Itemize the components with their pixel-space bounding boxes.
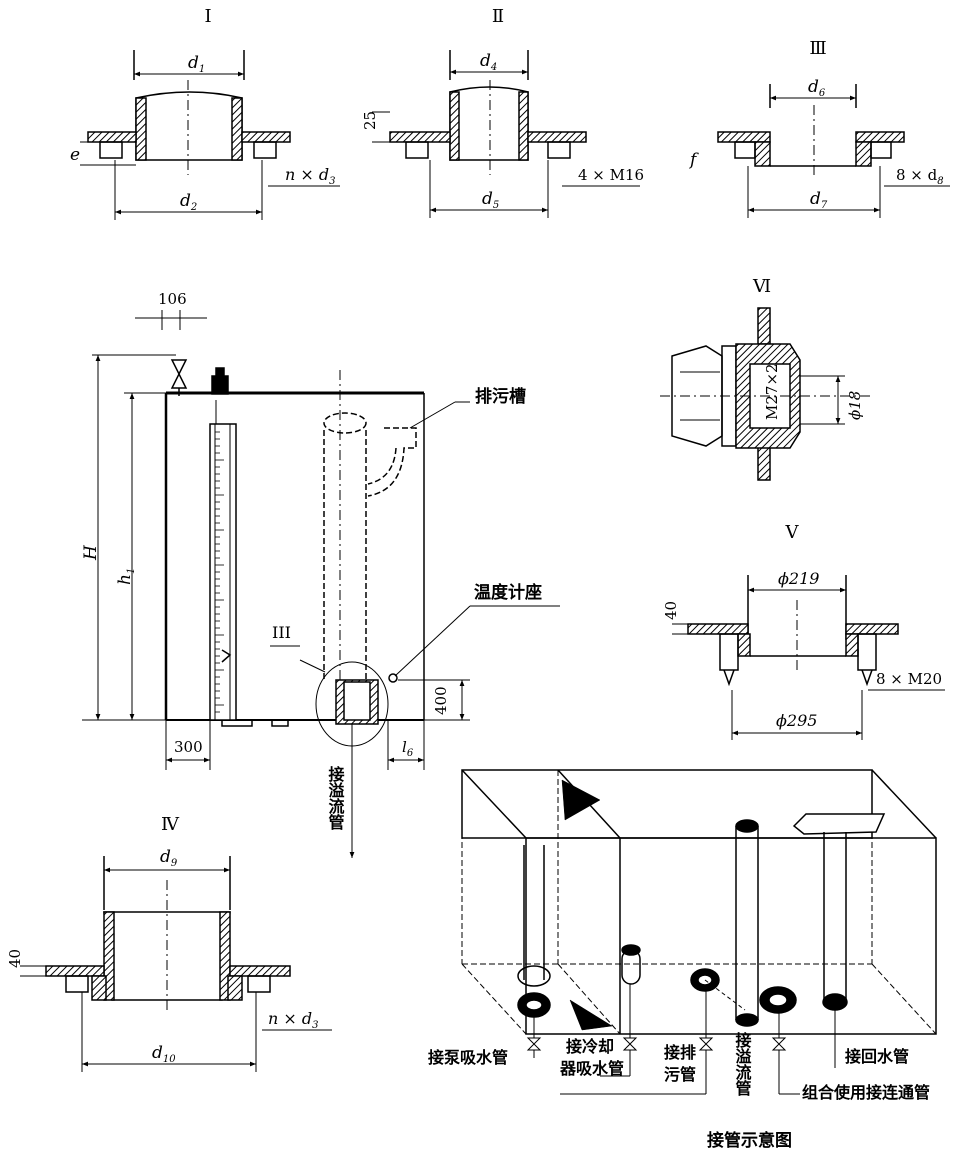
dim-bolts-II: 4 × M16 <box>578 166 644 184</box>
detail-I-title: I <box>204 6 211 27</box>
dim-thread: M27×2 <box>763 363 781 420</box>
dim-25: 25 <box>361 111 379 130</box>
detail-III-title: Ⅲ <box>809 38 826 59</box>
detail-V: Ⅴ ϕ219 40 8 × M20 ϕ295 <box>662 522 945 740</box>
detail-VI-title: Ⅵ <box>752 276 771 297</box>
label-cooler-1: 接冷却 <box>566 1037 614 1056</box>
dim-d9: d9 <box>160 847 178 869</box>
dim-phi219: ϕ219 <box>778 569 819 588</box>
label-drain-slot: 排污槽 <box>475 386 526 407</box>
dim-400: 400 <box>432 686 450 715</box>
label-cooler-2: 器吸水管 <box>559 1059 624 1078</box>
dim-l6: l6 <box>402 738 414 759</box>
dim-bolts-V: 8 × M20 <box>876 670 942 688</box>
label-pump-suction: 接泵吸水管 <box>428 1048 508 1067</box>
iso-piping-view: 接泵吸水管 接冷却 器吸水管 接排 污管 接溢流管 接回水管 组合使用接连通管 … <box>428 769 937 1151</box>
dim-f: f <box>688 150 699 170</box>
detail-II-title: Ⅱ <box>492 6 504 27</box>
dim-d7: d7 <box>810 189 828 211</box>
label-connect: 组合使用接连通管 <box>802 1083 930 1102</box>
dim-d6: d6 <box>808 77 826 99</box>
dim-e: e <box>70 145 80 165</box>
dim-40-V: 40 <box>662 601 680 620</box>
label-drain-2: 污管 <box>664 1065 696 1084</box>
dim-bolts-I: n × d3 <box>285 165 336 187</box>
dim-H: H <box>81 544 101 561</box>
dim-106: 106 <box>158 290 187 308</box>
dim-h1: h1 <box>115 568 137 585</box>
dim-phi295: ϕ295 <box>776 711 817 730</box>
dim-d1: d1 <box>188 53 205 75</box>
dim-phi18: ϕ18 <box>846 391 864 420</box>
dim-d5: d5 <box>482 189 499 211</box>
dim-bolts-IV: n × d3 <box>268 1009 319 1031</box>
detail-II: Ⅱ d4 25 d5 4 × M16 <box>361 6 644 218</box>
detail-VI: Ⅵ M27×2 ϕ18 <box>660 276 870 481</box>
detail-IV-title: Ⅳ <box>161 814 180 835</box>
label-thermometer-seat: 温度计座 <box>474 582 542 603</box>
label-iso-overflow: 接溢流管 <box>733 1031 752 1097</box>
detail-IV: Ⅳ d9 40 d10 n × d3 <box>6 814 332 1072</box>
detail-I: I d1 e d2 n × d3 <box>70 6 340 220</box>
dim-bolts-III: 8 × d8 <box>896 166 944 187</box>
dim-d10: d10 <box>152 1043 176 1065</box>
dim-d2: d2 <box>180 191 197 213</box>
label-overflow-pipe: 接溢流管 <box>326 765 345 831</box>
label-drain-1: 接排 <box>664 1043 696 1062</box>
detail-V-title: Ⅴ <box>785 522 800 543</box>
dim-40-IV: 40 <box>6 949 24 968</box>
label-return: 接回水管 <box>845 1047 909 1066</box>
dim-300: 300 <box>174 738 203 756</box>
detail-III: Ⅲ d6 f d7 8 × d8 <box>688 38 950 218</box>
dim-d4: d4 <box>480 51 497 73</box>
label-detail-III-ref: III <box>272 623 291 642</box>
iso-caption: 接管示意图 <box>707 1130 792 1151</box>
main-tank-view: 106 排污槽 III 温度计座 接溢流管 H h1 300 <box>81 290 560 858</box>
